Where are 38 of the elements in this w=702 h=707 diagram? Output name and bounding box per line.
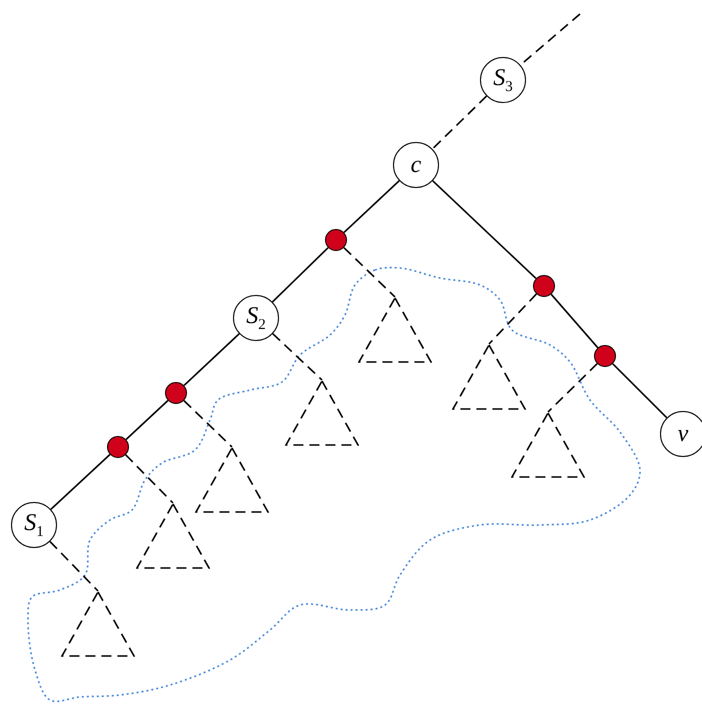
- marked-node: [533, 275, 555, 297]
- tree-edge: [272, 247, 329, 303]
- subtree-triangle: [285, 380, 359, 446]
- dashed-edge: [183, 400, 233, 448]
- dashed-edge: [49, 540, 99, 592]
- node-label: v: [678, 422, 688, 446]
- tree-node: [233, 295, 279, 341]
- node-label: S$_{2}$: [246, 304, 266, 332]
- dashed-edge: [343, 247, 396, 298]
- tree-edge: [432, 180, 537, 280]
- tree-node: [480, 57, 526, 103]
- subtree-triangle: [452, 344, 526, 410]
- tree-edge: [343, 180, 400, 234]
- tree-node: [11, 502, 57, 548]
- dashed-edge: [547, 363, 598, 413]
- subtree-triangle: [195, 447, 269, 513]
- marked-node: [165, 382, 187, 404]
- dashed-edge: [488, 293, 538, 345]
- subtree-triangle: [136, 503, 210, 569]
- dashed-edge: [125, 454, 174, 504]
- dashed-edge: [272, 333, 323, 381]
- subtree-triangle: [61, 591, 135, 657]
- marked-node: [594, 345, 616, 367]
- tree-edge: [126, 400, 168, 440]
- node-label: S$_{3}$: [493, 66, 513, 94]
- marked-node: [325, 229, 347, 251]
- tree-edge: [612, 363, 668, 418]
- dashed-edge: [432, 96, 488, 150]
- tree-edge: [50, 454, 110, 510]
- subtree-triangle: [511, 412, 585, 478]
- tree-edge: [183, 333, 240, 386]
- subtree-triangle: [358, 297, 432, 363]
- node-label: c: [410, 153, 422, 177]
- marked-node: [107, 436, 129, 458]
- tree-node: [660, 411, 702, 457]
- tree-edge: [550, 294, 598, 348]
- tree-node: [393, 142, 439, 188]
- node-label: S$_{1}$: [24, 510, 44, 540]
